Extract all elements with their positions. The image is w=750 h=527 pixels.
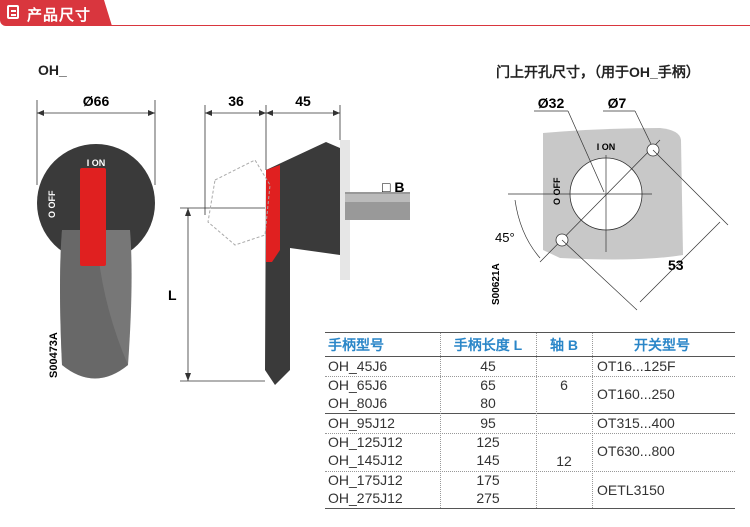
switch-value: OETL3150	[597, 482, 665, 498]
table-row-model: OH_175J12	[328, 472, 403, 488]
table-row-length: 80	[480, 395, 496, 411]
table-row-model: OH_125J12	[328, 434, 403, 450]
table-row-model: OH_95J12	[328, 415, 395, 431]
switch-value: OT16...125F	[597, 358, 676, 374]
switch-value: OT630...800	[597, 443, 675, 459]
front-diameter-label: Ø66	[83, 93, 110, 109]
shaft-value: 12	[556, 453, 572, 469]
document-icon	[7, 5, 19, 19]
table-row-length: 125	[476, 434, 500, 450]
handle-side-view	[180, 105, 410, 385]
hole-small-label: Ø7	[608, 95, 627, 111]
front-off-label: O OFF	[47, 190, 57, 218]
shaft-value: 6	[560, 377, 568, 393]
header-model: 手柄型号	[328, 337, 384, 353]
table-row-model: OH_65J6	[328, 377, 388, 393]
section-title: 产品尺寸	[27, 7, 92, 24]
side-dim-36: 36	[228, 93, 244, 109]
table-row-model: OH_80J6	[328, 395, 388, 411]
shaft-label: □ B	[382, 179, 404, 195]
table-row-length: 145	[476, 452, 500, 468]
table-row-length: 275	[476, 490, 500, 506]
cutout-off-label: O OFF	[552, 177, 562, 205]
length-label: L	[168, 287, 177, 303]
front-on-label: I ON	[87, 158, 106, 168]
header-length: 手柄长度 L	[453, 337, 523, 353]
header-divider	[100, 25, 750, 26]
switch-value: OT315...400	[597, 415, 675, 431]
door-cutout-diagram	[508, 110, 729, 311]
handle-front-view	[36, 100, 156, 379]
front-code: S00473A	[48, 332, 60, 378]
model-label: OH_	[38, 62, 67, 78]
side-dim-45: 45	[295, 93, 311, 109]
table-row-length: 95	[480, 415, 496, 431]
angle-label: 45°	[495, 230, 515, 245]
table-row-length: 65	[480, 377, 496, 393]
cutout-on-label: I ON	[597, 142, 616, 152]
header-shaft: 轴 B	[550, 337, 578, 353]
table-row-length: 175	[476, 472, 500, 488]
table-row-model: OH_145J12	[328, 452, 403, 468]
table-row-length: 45	[480, 358, 496, 374]
distance-label: 53	[668, 257, 684, 273]
switch-value: OT160...250	[597, 386, 675, 402]
header-switch: 开关型号	[634, 337, 690, 353]
section-header: 产品尺寸	[0, 0, 112, 26]
table-row-model: OH_45J6	[328, 358, 388, 374]
hole-large-label: Ø32	[538, 95, 565, 111]
cutout-title: 门上开孔尺寸，（用于OH_手柄）	[496, 64, 700, 80]
cutout-code: S00621A	[491, 263, 502, 305]
table-row-model: OH_275J12	[328, 490, 403, 506]
